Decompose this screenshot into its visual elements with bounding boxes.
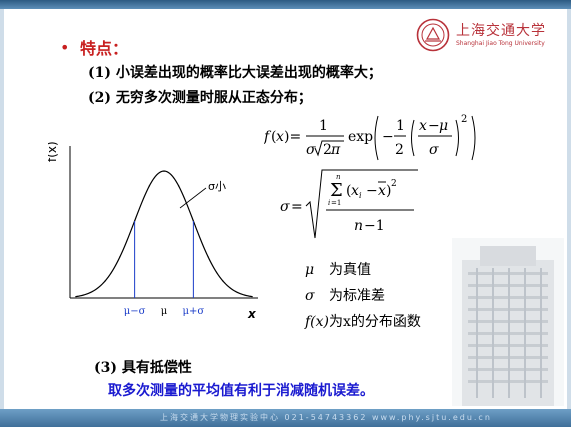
point-3: (3) 具有抵偿性: [94, 360, 192, 376]
svg-text:): ): [386, 183, 391, 199]
svg-text:−: −: [428, 118, 440, 134]
building-watermark: [452, 238, 564, 406]
curve-point: [163, 170, 165, 172]
svg-text:1: 1: [319, 118, 328, 134]
svg-text:=1: =1: [331, 199, 341, 207]
legend-mu: μ 为真值: [305, 259, 371, 279]
svg-text:σ: σ: [429, 142, 439, 158]
x-axis-label: x: [247, 307, 257, 321]
right-border: [567, 9, 571, 409]
logo-subtitle: Shanghai Jiao Tong University: [456, 40, 545, 47]
legend-symbol: f(x): [305, 314, 330, 330]
svg-text:σ: σ: [280, 199, 290, 215]
seal-icon: [416, 18, 450, 52]
svg-text:Σ: Σ: [330, 180, 343, 201]
footer-text: 上海交通大学物理实验中心 021-54743362 www.phy.sjtu.e…: [160, 413, 490, 422]
section-heading: 特点：: [80, 39, 129, 58]
svg-text:f: f: [264, 129, 272, 145]
curve-point: [236, 291, 239, 294]
curve-point: [178, 185, 180, 187]
svg-text:1: 1: [396, 118, 405, 134]
svg-text:x: x: [351, 183, 359, 199]
curve-point: [119, 256, 121, 258]
curve-point: [148, 185, 150, 187]
svg-text:i: i: [359, 191, 362, 200]
legend-symbol: σ: [305, 288, 315, 304]
svg-text:(: (: [271, 129, 276, 145]
top-bar: [0, 0, 571, 9]
conclusion: 取多次测量的平均值有利于消减随机误差。: [108, 383, 374, 399]
curve-point: [251, 296, 253, 298]
point-1: (1) 小误差出现的概率比大误差出现的概率大；: [88, 65, 382, 81]
legend-symbol: μ: [305, 262, 315, 278]
point-2: (2) 无穷多次测量时服从正态分布；: [88, 90, 312, 106]
svg-text:μ: μ: [439, 118, 448, 134]
bullet-icon: •: [60, 38, 70, 57]
svg-text:−1: −1: [364, 218, 385, 234]
svg-text:−: −: [382, 129, 394, 145]
curve-point: [104, 280, 106, 282]
svg-text:exp: exp: [348, 129, 373, 145]
legend-sigma: σ 为标准差: [305, 285, 385, 305]
curve-label: σ小: [208, 180, 226, 193]
bottom-bar: [0, 409, 571, 427]
left-border: [0, 9, 4, 409]
svg-text:)=: )=: [284, 129, 301, 145]
svg-text:2: 2: [461, 114, 467, 125]
university-logo: 上海交通大学 Shanghai Jiao Tong University: [416, 18, 566, 52]
legend-text: 为真值: [329, 262, 371, 278]
logo-name: 上海交通大学: [456, 23, 546, 39]
svg-text:x: x: [378, 183, 386, 199]
normal-distribution-formula: f ( x )= 1 σ 2 π exp − 1 2 x − μ σ 2: [264, 114, 476, 161]
svg-text:(: (: [346, 183, 351, 199]
x-tick-label: μ−σ: [124, 306, 146, 317]
y-axis-label: f(x): [48, 141, 59, 162]
svg-text:x: x: [419, 118, 427, 134]
curve-point: [207, 256, 209, 258]
svg-text:2: 2: [391, 179, 397, 189]
svg-text:x: x: [276, 129, 284, 145]
svg-text:2: 2: [323, 142, 332, 158]
curve-point: [222, 280, 224, 282]
svg-text:n: n: [354, 218, 363, 234]
curve-point: [75, 296, 77, 298]
legend-fx: f(x)为x的分布函数: [305, 311, 421, 331]
svg-text:n: n: [336, 173, 341, 181]
legend-text: 为标准差: [329, 288, 385, 304]
svg-text:π: π: [330, 142, 341, 158]
svg-text:σ: σ: [306, 142, 316, 158]
svg-text:−: −: [366, 183, 378, 199]
svg-text:i: i: [328, 199, 330, 207]
x-tick-label: μ: [161, 306, 168, 317]
svg-text:2: 2: [395, 142, 404, 158]
standard-deviation-formula: σ = n Σ i =1 ( x i − x ) 2 n −1: [280, 169, 418, 239]
normal-distribution-chart: μ−σ μ μ+σ f(x) x σ小: [48, 141, 258, 321]
curve-point: [89, 291, 92, 294]
legend-text: 为x的分布函数: [329, 314, 421, 330]
curve-label-pointer: [179, 187, 207, 209]
svg-text:=: =: [291, 199, 303, 215]
x-tick-label: μ+σ: [183, 306, 205, 317]
